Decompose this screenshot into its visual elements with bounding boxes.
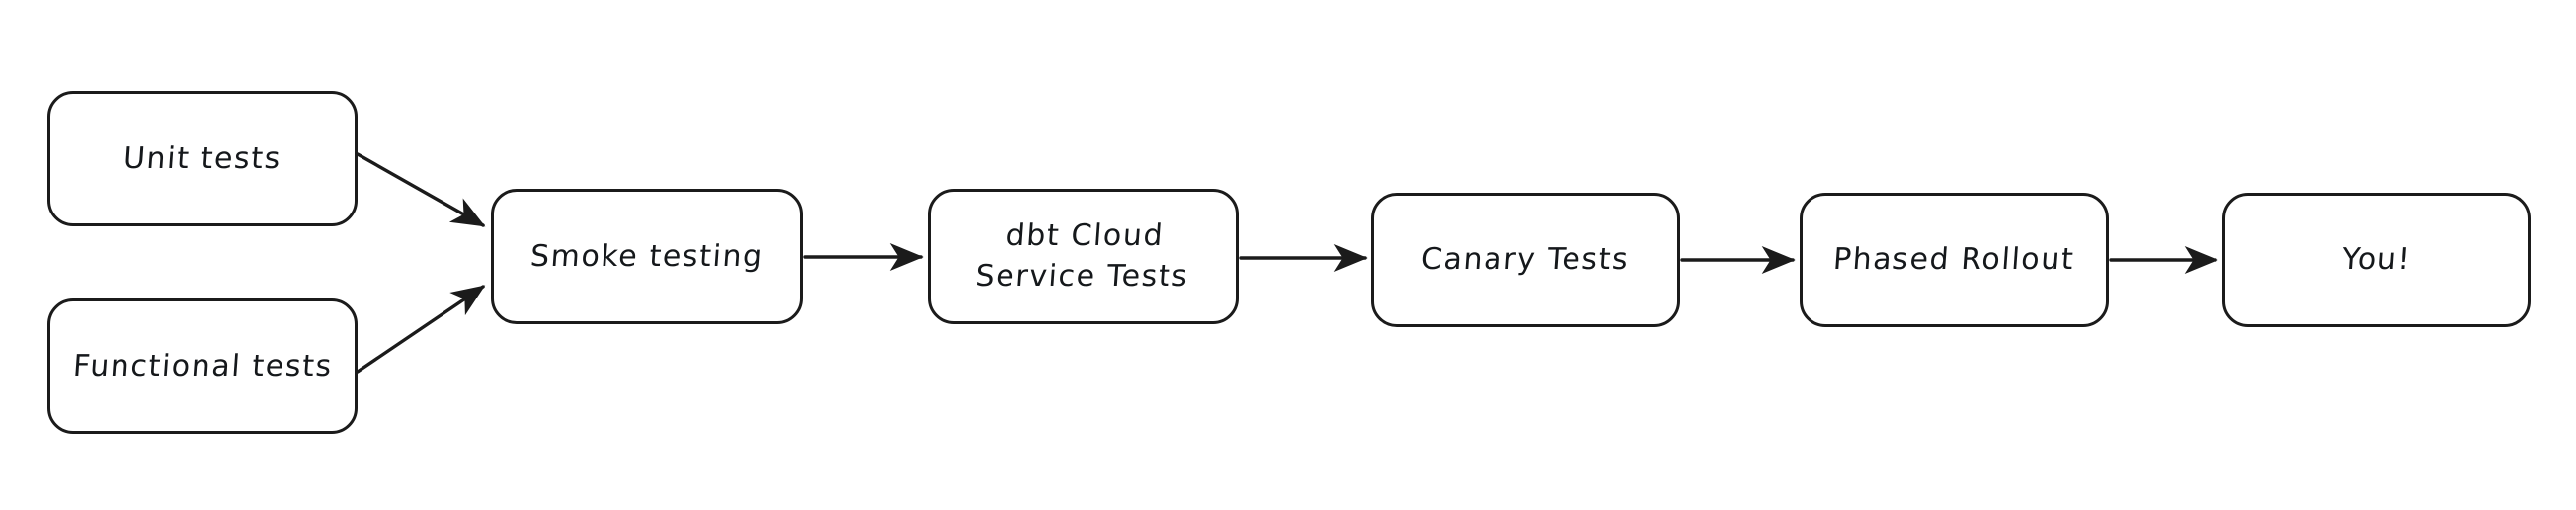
- node-smoke-testing-label: Smoke testing: [528, 238, 765, 274]
- node-functional-tests-label: Functional tests: [71, 348, 334, 383]
- node-unit-tests-label: Unit tests: [121, 140, 283, 176]
- node-unit-tests[interactable]: Unit tests: [47, 91, 358, 226]
- node-dbt-cloud-service-tests[interactable]: dbt Cloud Service Tests: [928, 189, 1239, 324]
- node-you[interactable]: You!: [2222, 193, 2531, 327]
- edge-unit-to-smoke: [356, 152, 486, 227]
- node-canary-tests[interactable]: Canary Tests: [1371, 193, 1680, 327]
- node-dbt-cloud-service-tests-label: dbt Cloud Service Tests: [974, 218, 1190, 295]
- node-functional-tests[interactable]: Functional tests: [47, 298, 358, 434]
- node-smoke-testing[interactable]: Smoke testing: [491, 189, 803, 324]
- node-phased-rollout[interactable]: Phased Rollout: [1800, 193, 2109, 327]
- node-you-label: You!: [2340, 242, 2413, 278]
- node-phased-rollout-label: Phased Rollout: [1832, 242, 2076, 278]
- edge-functional-to-smoke: [356, 285, 486, 374]
- node-canary-tests-label: Canary Tests: [1420, 242, 1631, 278]
